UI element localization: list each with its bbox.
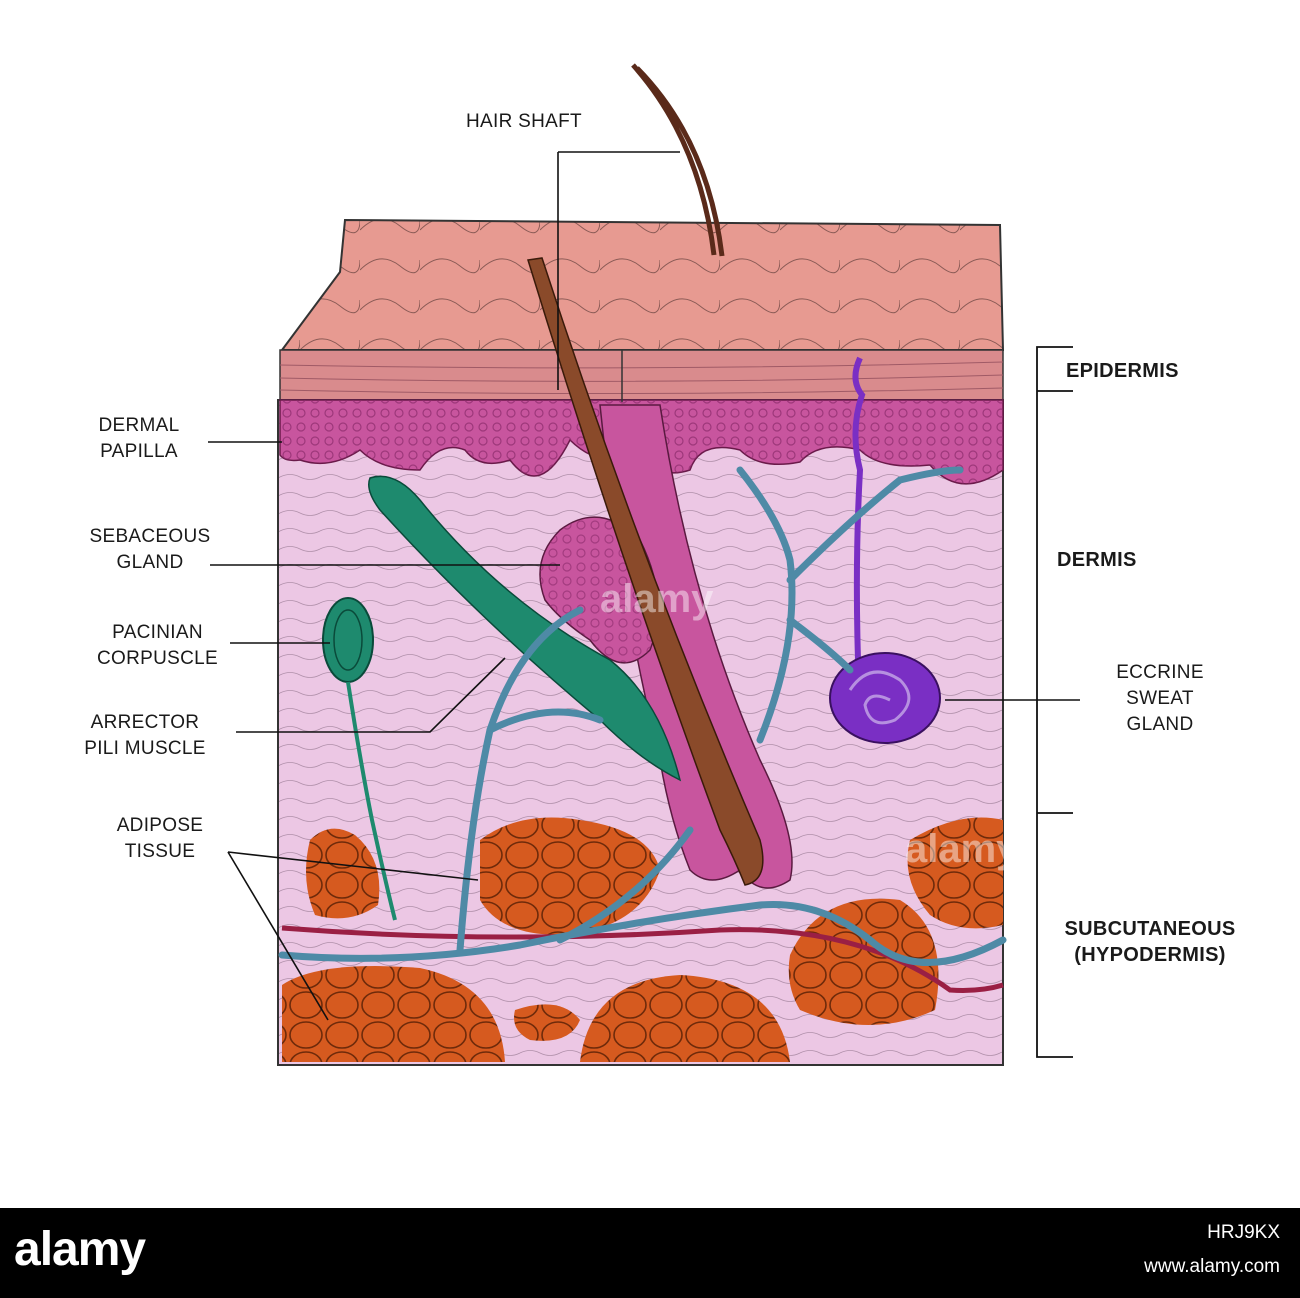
label-sebaceous-gland-line1: SEBACEOUS [70, 524, 230, 550]
label-adipose-tissue-line1: ADIPOSE [90, 813, 230, 839]
label-sebaceous-gland: SEBACEOUS GLAND [70, 524, 230, 576]
label-hair-shaft: HAIR SHAFT [466, 109, 582, 135]
label-eccrine-sweat-gland-line1: ECCRINE [1100, 660, 1220, 686]
label-arrector-pili-muscle: ARRECTOR PILI MUSCLE [50, 710, 240, 762]
label-epidermis: EPIDERMIS [1066, 358, 1179, 384]
label-adipose-tissue: ADIPOSE TISSUE [90, 813, 230, 865]
skin-surface [282, 220, 1003, 350]
label-dermis: DERMIS [1057, 547, 1137, 573]
epidermis-band [280, 350, 1003, 402]
label-pacinian-corpuscle-line1: PACINIAN [70, 620, 245, 646]
image-id: HRJ9KX [1207, 1222, 1280, 1244]
label-sebaceous-gland-line2: GLAND [70, 550, 230, 576]
watermark: alamy [600, 577, 714, 621]
watermark-right: alamy [905, 827, 1019, 871]
label-dermal-papilla-line2: PAPILLA [84, 439, 194, 465]
label-pacinian-corpuscle-line2: CORPUSCLE [70, 646, 245, 672]
label-eccrine-sweat-gland: ECCRINE SWEAT GLAND [1100, 660, 1220, 738]
label-pacinian-corpuscle: PACINIAN CORPUSCLE [70, 620, 245, 672]
site-link[interactable]: www.alamy.com [1144, 1256, 1280, 1278]
label-subcutaneous: SUBCUTANEOUS (HYPODERMIS) [1050, 916, 1250, 968]
label-eccrine-sweat-gland-line3: GLAND [1100, 712, 1220, 738]
label-dermal-papilla-line1: DERMAL [84, 413, 194, 439]
brand-logo[interactable]: alamy [14, 1222, 145, 1277]
label-adipose-tissue-line2: TISSUE [90, 839, 230, 865]
label-arrector-pili-muscle-line1: ARRECTOR [50, 710, 240, 736]
label-subcutaneous-line1: SUBCUTANEOUS [1050, 916, 1250, 942]
label-subcutaneous-line2: (HYPODERMIS) [1050, 942, 1250, 968]
label-arrector-pili-muscle-line2: PILI MUSCLE [50, 736, 240, 762]
stock-footer-bar: alamy HRJ9KX www.alamy.com [0, 1208, 1300, 1298]
label-dermal-papilla: DERMAL PAPILLA [84, 413, 194, 465]
label-eccrine-sweat-gland-line2: SWEAT [1100, 686, 1220, 712]
